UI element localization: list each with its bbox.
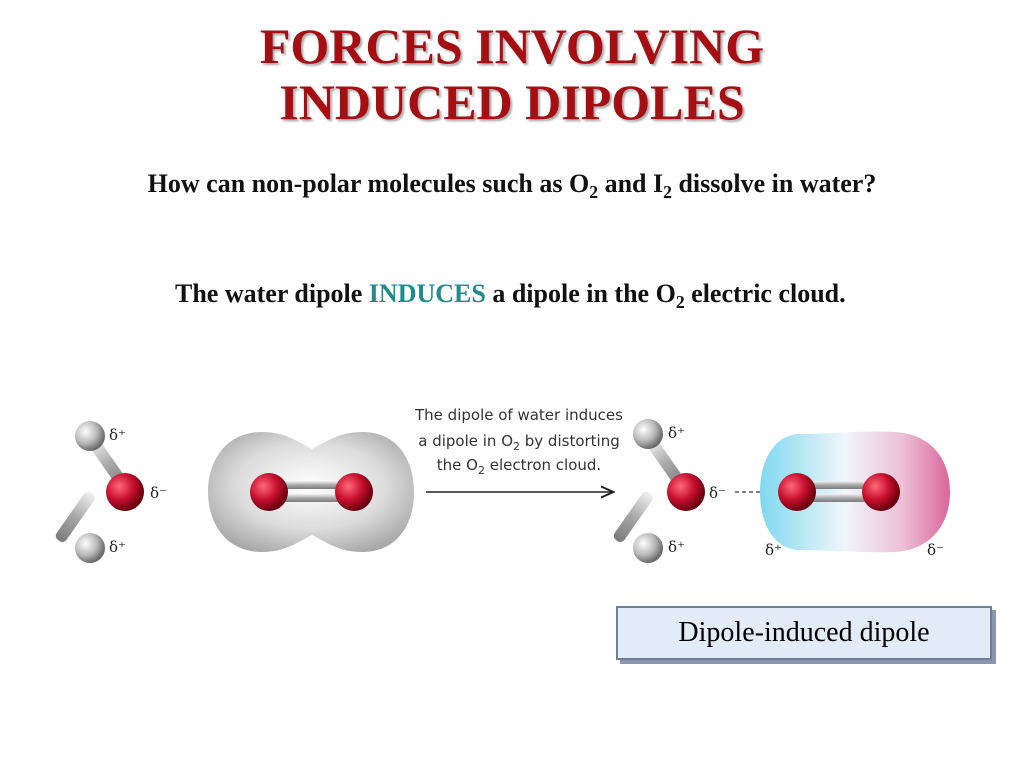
statement-part-2: a dipole in the O xyxy=(485,279,676,308)
title-line-2: INDUCED DIPOLES xyxy=(279,74,745,130)
question-part-2: and I xyxy=(598,169,664,198)
water-molecule-right: δ⁺ δ⁻ δ⁺ xyxy=(613,419,762,563)
delta-minus-label: δ⁻ xyxy=(709,484,726,502)
delta-minus-label: δ⁻ xyxy=(150,484,167,502)
question-sub-1: 2 xyxy=(589,182,599,203)
oxygen-atom xyxy=(335,473,373,511)
oxygen-atom xyxy=(106,473,144,511)
oxygen-atom xyxy=(778,473,816,511)
oxygen-atom xyxy=(667,473,705,511)
oxygen-atom xyxy=(250,473,288,511)
oxygen-atom xyxy=(862,473,900,511)
oxygen-molecule-polarized: δ⁺ δ⁻ xyxy=(760,431,950,559)
delta-minus-label: δ⁻ xyxy=(927,541,944,559)
question-sub-2: 2 xyxy=(663,182,672,203)
hydrogen-atom xyxy=(75,421,105,451)
question-text: How can non-polar molecules such as O2 a… xyxy=(70,165,954,203)
caption-line-2: a dipole in O2 by distorting xyxy=(418,432,620,453)
hydrogen-atom xyxy=(75,533,105,563)
electron-cloud-polarized xyxy=(760,431,950,553)
electron-cloud-neutral xyxy=(208,432,414,552)
slide-title: FORCES INVOLVING INDUCED DIPOLES xyxy=(0,18,1024,130)
delta-plus-label: δ⁺ xyxy=(109,426,126,444)
statement-text: The water dipole INDUCES a dipole in the… xyxy=(175,275,875,313)
delta-plus-label: δ⁺ xyxy=(668,424,685,442)
statement-highlight: INDUCES xyxy=(368,279,486,308)
statement-part-3: electric cloud. xyxy=(684,279,846,308)
statement-sub: 2 xyxy=(675,292,685,313)
title-line-1: FORCES INVOLVING xyxy=(259,18,765,74)
caption-line-3: the O2 electron cloud. xyxy=(437,456,601,477)
question-part-1: How can non-polar molecules such as O xyxy=(147,169,590,198)
question-part-3: dissolve in water? xyxy=(671,169,877,198)
delta-plus-label: δ⁺ xyxy=(109,538,126,556)
delta-plus-label: δ⁺ xyxy=(668,538,685,556)
diagram-caption: The dipole of water induces a dipole in … xyxy=(414,406,623,477)
caption-line-1: The dipole of water induces xyxy=(414,406,623,424)
hydrogen-atom xyxy=(633,533,663,563)
hydrogen-atom xyxy=(633,419,663,449)
statement-part-1: The water dipole xyxy=(175,279,369,308)
oxygen-molecule-neutral xyxy=(208,432,414,552)
delta-plus-label: δ⁺ xyxy=(765,541,782,559)
water-molecule-left: δ⁺ δ⁻ δ⁺ xyxy=(55,421,167,563)
induced-dipole-diagram: δ⁺ δ⁻ δ⁺ The dipole of water induces a d… xyxy=(55,406,950,563)
dipole-induced-dipole-label: Dipole-induced dipole xyxy=(616,606,992,660)
